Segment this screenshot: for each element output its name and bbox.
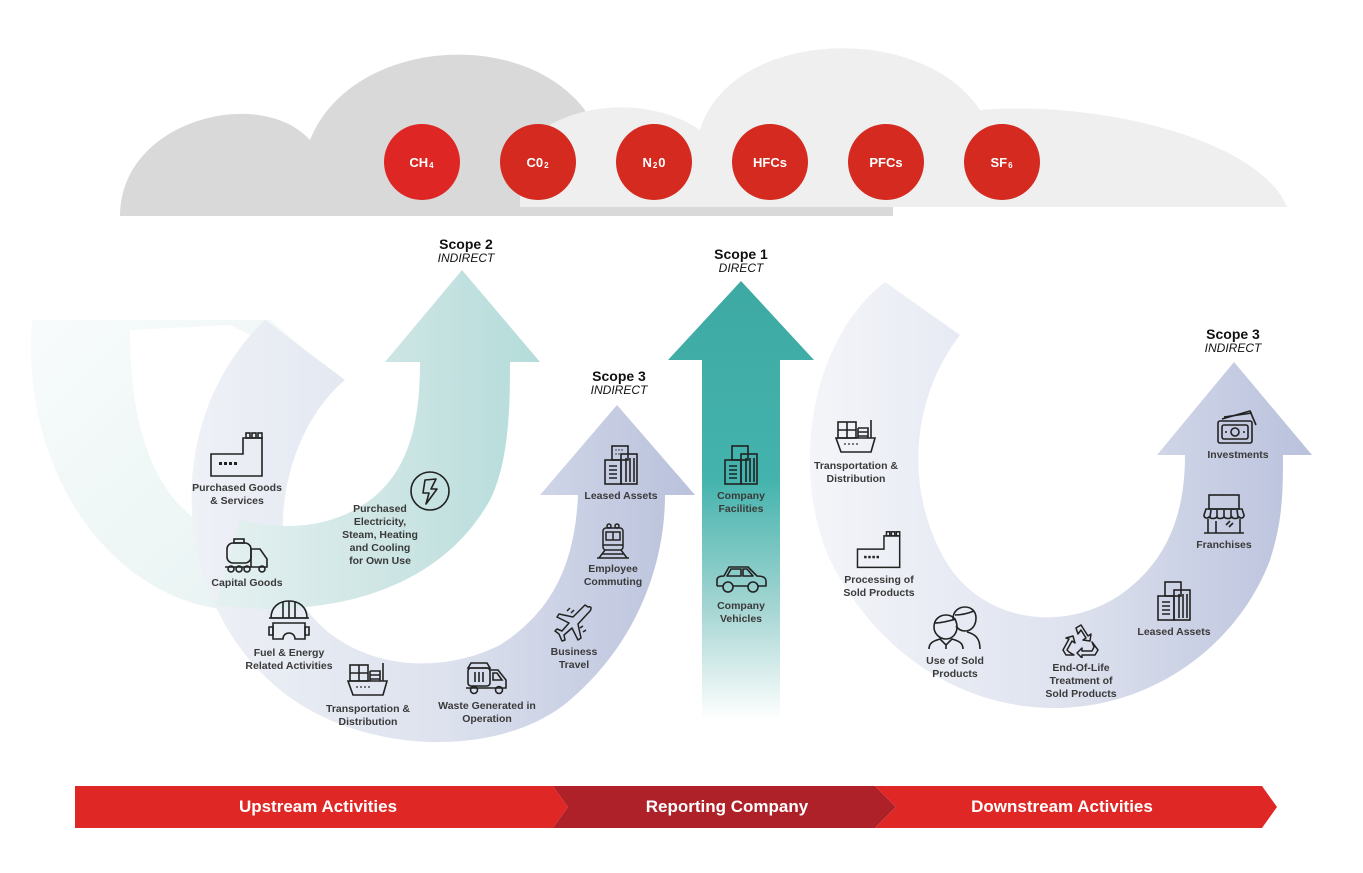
- item-label: End-Of-Life Treatment of Sold Products: [1045, 662, 1117, 700]
- item-label: Purchased Goods & Services: [192, 482, 282, 507]
- item-label: Leased Assets: [1137, 626, 1211, 638]
- item-label: Investments: [1207, 449, 1269, 461]
- upstream-ghost-arrow: [30, 320, 340, 610]
- item-label: Leased Assets: [584, 490, 658, 502]
- gas-label: SF: [990, 154, 1008, 170]
- item-label: Waste Generated in Operation: [438, 700, 536, 725]
- scope-title: Scope 3: [592, 368, 646, 384]
- scope-kind: INDIRECT: [1204, 341, 1262, 355]
- item-investments: Investments: [1178, 409, 1298, 462]
- scope3-upstream-arrow: [191, 320, 695, 743]
- tanker-truck-icon: [225, 538, 268, 573]
- scope-title: Scope 2: [439, 236, 493, 252]
- item-label: Company Vehicles: [717, 600, 765, 625]
- upstream-segment-shape: [75, 786, 568, 828]
- scope1-label: Scope 1 DIRECT: [681, 247, 801, 275]
- office-buildings-icon: [1157, 581, 1191, 621]
- item-upstream-transportation: Transportation & Distribution: [308, 661, 428, 729]
- item-capital-goods: Capital Goods: [187, 537, 307, 590]
- item-label: Franchises: [1196, 539, 1252, 551]
- gas-label: N: [642, 154, 652, 170]
- car-icon: [716, 566, 767, 593]
- factory-icon: [210, 432, 263, 477]
- gas-label: C0: [526, 154, 544, 170]
- item-waste-generated: Waste Generated in Operation: [427, 660, 547, 726]
- gas-hfcs: HFCs: [732, 124, 808, 200]
- reporting-company-label: Reporting Company: [645, 797, 809, 816]
- reporting-segment-shape: [553, 786, 896, 828]
- downstream-segment-shape: [875, 786, 1277, 828]
- scope-title: Scope 1: [714, 246, 768, 262]
- people-icon: [928, 606, 981, 650]
- item-processing-sold-products: Processing of Sold Products: [819, 530, 939, 600]
- item-label: Purchased Electricity, Steam, Heating an…: [342, 503, 418, 567]
- gas-label: HFCs: [753, 154, 787, 170]
- train-icon: [597, 523, 629, 559]
- item-purchased-electricity: Purchased Electricity, Steam, Heating an…: [320, 503, 440, 568]
- item-label: Fuel & Energy Related Activities: [245, 647, 333, 672]
- item-label: Employee Commuting: [583, 563, 643, 588]
- airplane-icon: [554, 604, 592, 642]
- item-company-vehicles: Company Vehicles: [681, 564, 801, 626]
- item-fuel-energy: Fuel & Energy Related Activities: [229, 599, 349, 673]
- item-business-travel: Business Travel: [514, 604, 634, 672]
- item-company-facilities: Company Facilities: [681, 444, 801, 516]
- gas-suffix: 0: [658, 154, 666, 170]
- scope1-arrow: [668, 281, 814, 720]
- item-label: Transportation & Distribution: [325, 703, 410, 728]
- item-label: Company Facilities: [717, 490, 765, 515]
- item-employee-commuting: Employee Commuting: [553, 523, 673, 589]
- item-downstream-transportation: Transportation & Distribution: [796, 418, 916, 486]
- gas-subscript: 2: [652, 160, 658, 170]
- gas-subscript: 2: [544, 160, 549, 170]
- money-icon: [1217, 410, 1257, 444]
- recycle-icon: [1062, 624, 1099, 658]
- cloud-dark-lobe: [120, 54, 585, 216]
- gas-pfcs: PFCs: [848, 124, 924, 200]
- item-use-of-sold-products: Use of Sold Products: [895, 605, 1015, 681]
- scope-kind: DIRECT: [718, 261, 764, 275]
- upstream-activities-label: Upstream Activities: [238, 797, 398, 816]
- office-buildings-icon: [604, 445, 638, 485]
- gas-subscript: 6: [1008, 160, 1013, 170]
- scope3-downstream-label: Scope 3 INDIRECT: [1173, 327, 1293, 355]
- item-label: Business Travel: [550, 646, 598, 671]
- scope2-arrow: [215, 270, 540, 609]
- scope3-upstream-label: Scope 3 INDIRECT: [559, 369, 679, 397]
- item-label: Capital Goods: [211, 577, 283, 589]
- gas-subscript: 4: [429, 160, 434, 170]
- office-buildings-icon: [724, 445, 758, 485]
- gas-label: CH: [409, 154, 429, 170]
- item-franchises: Franchises: [1164, 493, 1284, 552]
- item-label: Processing of Sold Products: [843, 574, 915, 599]
- scope-title: Scope 3: [1206, 326, 1260, 342]
- item-purchased-goods: Purchased Goods & Services: [177, 432, 297, 508]
- hardhat-goggles-icon: [268, 600, 310, 640]
- scope2-label: Scope 2 INDIRECT: [406, 237, 526, 265]
- gas-label: PFCs: [869, 154, 903, 170]
- scope-kind: INDIRECT: [590, 383, 648, 397]
- item-label: Transportation & Distribution: [813, 460, 898, 485]
- item-end-of-life-treatment: End-Of-Life Treatment of Sold Products: [1021, 624, 1141, 701]
- downstream-activities-label: Downstream Activities: [971, 797, 1153, 816]
- scope-kind: INDIRECT: [437, 251, 495, 265]
- storefront-icon: [1203, 494, 1245, 534]
- garbage-truck-icon: [466, 662, 507, 695]
- cloud-base-strip: [520, 207, 893, 216]
- lightning-icon: [410, 471, 450, 511]
- item-upstream-leased-assets: Leased Assets: [561, 444, 681, 503]
- item-label: Use of Sold Products: [926, 655, 984, 680]
- cargo-ship-icon: [835, 420, 877, 453]
- cargo-ship-icon: [347, 663, 389, 696]
- factory-icon: [856, 531, 901, 569]
- item-downstream-leased-assets: Leased Assets: [1114, 580, 1234, 639]
